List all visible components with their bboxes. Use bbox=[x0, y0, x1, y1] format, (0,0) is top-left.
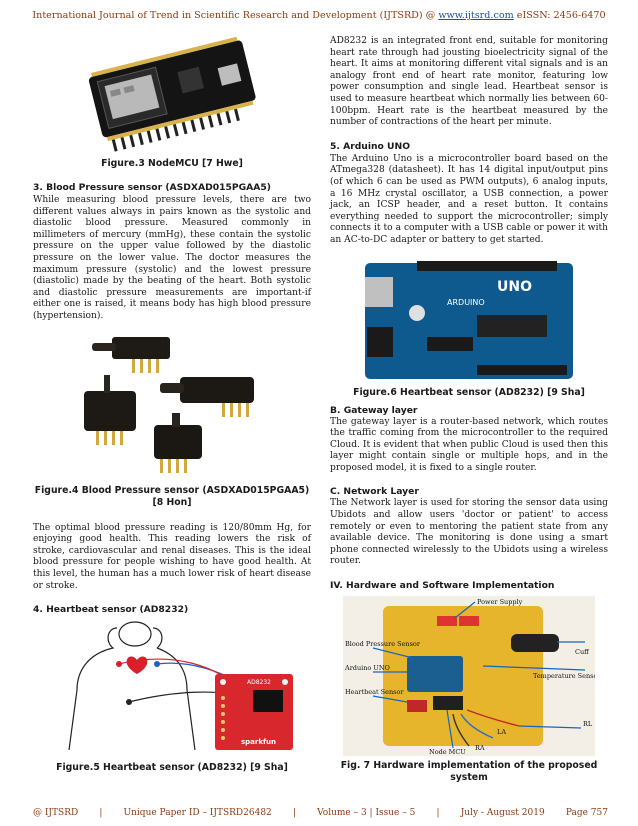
label-power-supply: Power Supply bbox=[477, 598, 523, 606]
footer-separator: | bbox=[436, 808, 440, 818]
label-ra: RA bbox=[475, 744, 485, 752]
running-header: International Journal of Trend in Scient… bbox=[0, 10, 638, 21]
label-arduino-uno: Arduino UNO bbox=[344, 664, 390, 672]
bp-sensor-image bbox=[84, 336, 254, 473]
right-column: AD8232 is an integrated front end, suita… bbox=[330, 28, 608, 784]
figure-4-citation: [8 Hon] bbox=[152, 496, 192, 508]
page-footer: @ IJTSRD | Unique Paper ID – IJTSRD26482… bbox=[33, 808, 608, 818]
footer-page-number: Page 757 bbox=[565, 808, 608, 818]
bp-sensor-figure bbox=[72, 329, 272, 479]
label-node-mcu: Node MCU bbox=[429, 748, 466, 756]
figure-6-caption: Figure.6 Heartbeat sensor (AD8232) [9 Sh… bbox=[353, 386, 585, 398]
hardware-implementation-figure: Power Supply Cuff Blood Pressure Sensor … bbox=[343, 596, 601, 757]
section-3-heading: 3. Blood Pressure sensor (ASDXAD015PGAA5… bbox=[33, 182, 271, 193]
ad8232-paragraph: AD8232 is an integrated front end, suita… bbox=[330, 36, 608, 128]
left-column: Figure.3 NodeMCU [7 Hwe] 3. Blood Pressu… bbox=[33, 28, 311, 774]
section-c-heading: C. Network Layer bbox=[330, 486, 419, 498]
network-paragraph: The Network layer is used for storing th… bbox=[330, 498, 608, 567]
optimal-bp-paragraph: The optimal blood pressure reading is 12… bbox=[33, 522, 311, 591]
blood-pressure-paragraph: While measuring blood pressure levels, t… bbox=[33, 195, 311, 321]
footer-separator: | bbox=[292, 808, 296, 818]
label-temp-sensor: Temperature Sensor bbox=[533, 672, 595, 680]
arduino-uno-image: UNO ARDUINO bbox=[365, 260, 573, 379]
footer-separator: | bbox=[99, 808, 103, 818]
arduino-uno-figure: UNO ARDUINO bbox=[357, 253, 581, 385]
footer-date: July - August 2019 bbox=[460, 808, 545, 818]
nodemcu-figure bbox=[72, 28, 272, 156]
label-rl: RL bbox=[583, 720, 593, 728]
gateway-paragraph: The gateway layer is a router-based netw… bbox=[330, 416, 608, 473]
sparkfun-logo-text: sparkfun bbox=[241, 738, 276, 746]
label-bp-sensor: Blood Pressure Sensor bbox=[345, 640, 421, 648]
figure-3-caption: Figure.3 NodeMCU [7 Hwe] bbox=[101, 158, 243, 169]
label-heartbeat-sensor: Heartbeat Sensor bbox=[345, 688, 404, 696]
figure-5-caption: Figure.5 Heartbeat sensor (AD8232) [9 Sh… bbox=[56, 762, 288, 774]
nodemcu-image bbox=[88, 36, 256, 152]
label-la: LA bbox=[497, 728, 506, 736]
footer-publisher: @ IJTSRD bbox=[33, 808, 79, 818]
section-iv-heading: IV. Hardware and Software Implementation bbox=[330, 580, 555, 592]
arduino-paragraph: The Arduino Uno is a microcontroller boa… bbox=[330, 153, 608, 245]
journal-link[interactable]: www.ijtsrd.com bbox=[438, 10, 514, 21]
header-text: International Journal of Trend in Scient… bbox=[32, 10, 436, 21]
hardware-photo: Power Supply Cuff Blood Pressure Sensor … bbox=[343, 596, 601, 757]
figure-4-caption: Figure.4 Blood Pressure sensor (ASDXAD01… bbox=[34, 484, 310, 496]
heartbeat-sensor-figure: AD8232 sparkfun bbox=[47, 620, 297, 756]
arduino-board-text: ARDUINO bbox=[447, 298, 485, 307]
label-cuff: Cuff bbox=[575, 648, 590, 656]
heartbeat-sensor-illustration: AD8232 sparkfun bbox=[68, 621, 293, 751]
figure-7-caption: Fig. 7 Hardware implementation of the pr… bbox=[340, 760, 598, 784]
header-issn: eISSN: 2456-6470 bbox=[513, 10, 606, 21]
section-5-heading: 5. Arduino UNO bbox=[330, 140, 411, 152]
section-4-heading: 4. Heartbeat sensor (AD8232) bbox=[33, 604, 189, 616]
uno-board-text: UNO bbox=[497, 279, 532, 295]
board-chip-label: AD8232 bbox=[247, 679, 271, 686]
footer-volume: Volume – 3 | Issue – 5 bbox=[317, 808, 416, 818]
section-b-heading: B. Gateway layer bbox=[330, 404, 418, 416]
footer-paper-id: Unique Paper ID – IJTSRD26482 bbox=[123, 808, 272, 818]
